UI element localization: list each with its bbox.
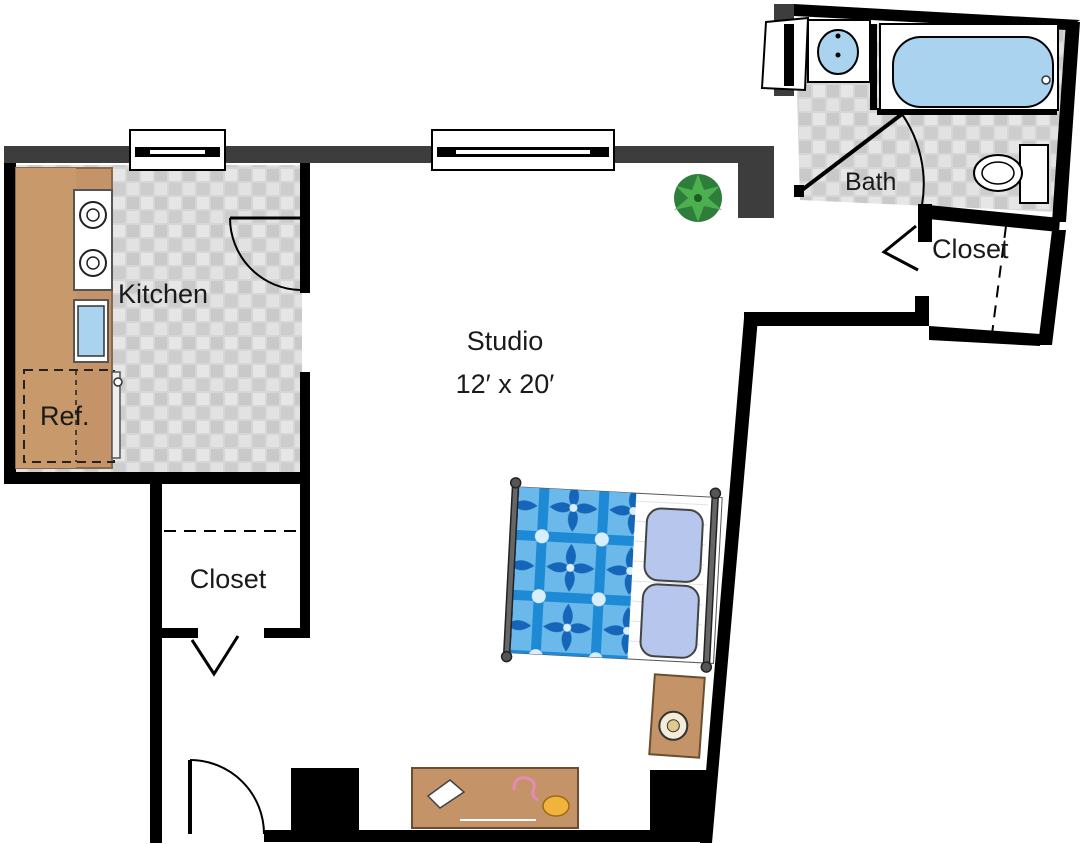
- desk: [411, 767, 579, 829]
- mouse-icon: [542, 795, 570, 817]
- kitchen-label: Kitchen: [118, 279, 208, 309]
- closet-left-label: Closet: [190, 564, 267, 594]
- closet-top-rod: [991, 225, 1007, 335]
- kitchen-sink-icon: [73, 299, 109, 363]
- bed: [500, 477, 723, 673]
- studio-label: Studio: [467, 326, 544, 356]
- bath-sink-icon: [807, 19, 871, 83]
- window-studio: [431, 129, 615, 171]
- kitchen-door-icon: [229, 216, 301, 291]
- studio-dimensions: 12′ x 20′: [456, 369, 555, 399]
- closet-top-label: Closet: [932, 234, 1009, 264]
- bath-label: Bath: [845, 168, 896, 196]
- window-kitchen: [129, 129, 226, 171]
- exterior-wall-top: [4, 146, 774, 163]
- column-bottom-right: [650, 770, 708, 834]
- bathtub-icon: [879, 23, 1059, 111]
- laptop-icon: [426, 779, 466, 809]
- stove-burner-icon: [79, 201, 107, 277]
- headphones-icon: [512, 776, 539, 802]
- window-bath: [760, 16, 810, 92]
- nightstand: [648, 673, 706, 759]
- refrigerator-label: Ref.: [40, 401, 90, 431]
- plant-icon: [674, 174, 722, 222]
- closet-left-door-icon: [190, 635, 240, 677]
- entry-door-icon: [188, 759, 265, 835]
- refrigerator: [23, 369, 123, 463]
- closet-top-door-icon: [881, 224, 919, 272]
- exterior-wall-column: [738, 146, 774, 218]
- column-bottom-left: [291, 768, 359, 834]
- toilet-icon: [973, 144, 1049, 204]
- walls: [4, 4, 1080, 843]
- pillow-upper: [643, 507, 704, 583]
- bath-door-icon: [800, 112, 925, 206]
- pillow-lower: [639, 583, 700, 659]
